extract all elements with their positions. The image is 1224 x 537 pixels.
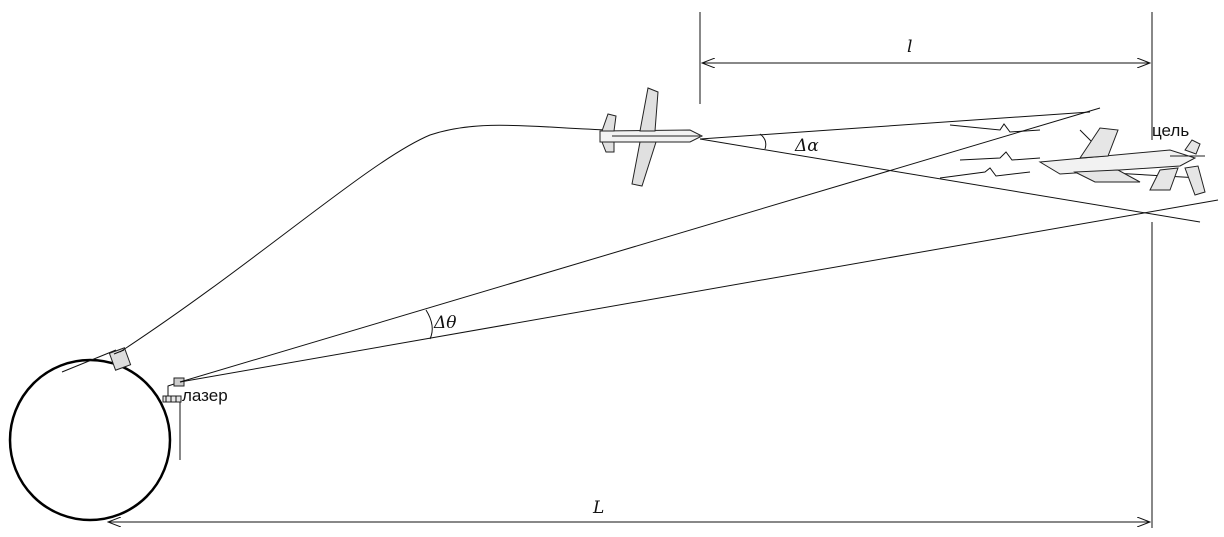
earth-circle (8, 358, 172, 522)
label-target: цель (1152, 121, 1189, 140)
missile-icon (599, 87, 704, 187)
tracker-icon (61, 347, 132, 373)
label-delta-alpha: Δα (794, 136, 819, 156)
laser-beam-upper (179, 107, 1101, 383)
label-big-l: L (592, 498, 604, 518)
missile-trajectory (119, 124, 611, 353)
label-delta-theta: Δθ (433, 313, 457, 333)
missile-los-lower (699, 138, 1201, 223)
drone-target-icon (1038, 127, 1206, 196)
laser-emitter-icon (162, 377, 185, 460)
laser-beam-lower (179, 199, 1219, 383)
label-small-l: l (907, 37, 912, 57)
missile-los-upper (699, 111, 1091, 140)
angle-arc-theta (425, 309, 433, 340)
angle-arc-alpha (759, 133, 767, 150)
label-laser: лазер (182, 386, 228, 405)
